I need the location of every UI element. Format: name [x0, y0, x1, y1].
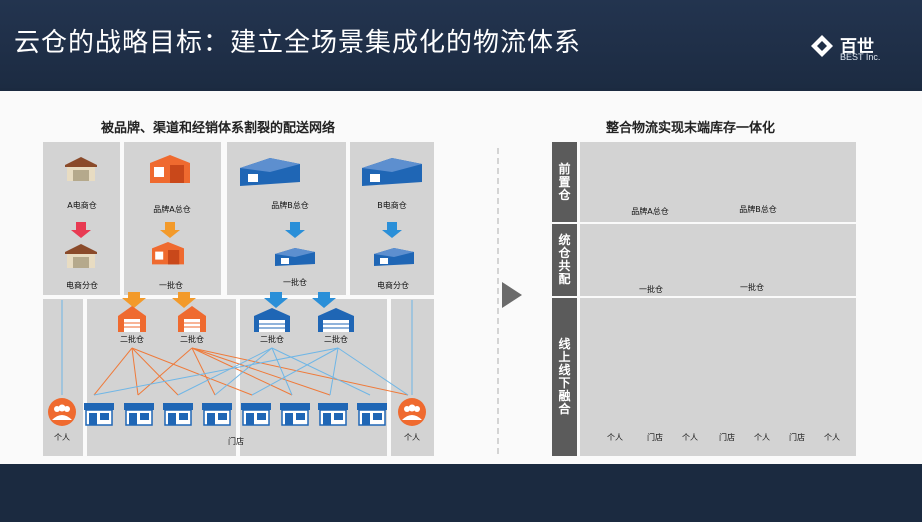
- label-second-tier-3: 二批仓: [260, 335, 284, 344]
- label-endpoint-2: 门店: [647, 433, 663, 442]
- label-ecommerce-branch-b: 电商分仓: [377, 281, 409, 290]
- panel-unified-warehouse: [580, 224, 856, 296]
- slide-footer: [0, 464, 922, 522]
- label-endpoint-6: 门店: [789, 433, 805, 442]
- label-person-left: 个人: [54, 433, 70, 442]
- label-first-tier-a: 一批仓: [159, 281, 183, 290]
- tag-front-warehouse: 前置仓: [552, 142, 577, 222]
- label-endpoint-7: 个人: [824, 433, 840, 442]
- orange-distribution-lines: [93, 347, 409, 396]
- warehouse-icon-a-ecommerce: [65, 157, 97, 181]
- slide-title: 云仓的战略目标：建立全场景集成化的物流体系: [14, 28, 582, 58]
- transition-arrow-icon: [502, 282, 522, 308]
- logo-text-cn: 百世: [840, 37, 874, 57]
- right-section-title: 整合物流实现末端库存一体化: [606, 121, 776, 136]
- label-a-ecommerce: A电商仓: [67, 201, 97, 210]
- warehouse-icon-b-ecommerce: [362, 158, 422, 186]
- tag-unified-delivery: 统仓共配: [552, 224, 577, 296]
- store-icon: [123, 402, 155, 426]
- store-icon: [317, 402, 349, 426]
- label-endpoint-4: 门店: [719, 433, 735, 442]
- slide-header: 云仓的战略目标：建立全场景集成化的物流体系 百世 BEST Inc.: [0, 0, 922, 88]
- warehouse-icon-first-tier-b: [275, 248, 315, 266]
- best-logo-icon: [811, 35, 833, 57]
- arrow-down-icon: [122, 292, 336, 308]
- label-right-brand-b: 品牌B总仓: [739, 205, 777, 214]
- label-second-tier-4: 二批仓: [324, 335, 348, 344]
- store-icon: [356, 402, 388, 426]
- garage-icon-second-tier-4: [317, 307, 355, 333]
- label-person-right: 个人: [404, 433, 420, 442]
- garage-icon-second-tier-2: [177, 305, 207, 333]
- label-first-tier-b: 一批仓: [283, 278, 307, 287]
- tag-front-warehouse-text: 前置仓: [558, 161, 571, 202]
- tag-unified-delivery-text: 统仓共配: [558, 233, 571, 286]
- tag-omnichannel-text: 线上线下融合: [558, 337, 571, 416]
- label-right-first-tier-b: 一批仓: [740, 283, 764, 292]
- store-icon: [279, 402, 311, 426]
- person-icon-right: [398, 398, 426, 426]
- store-icon: [83, 402, 115, 426]
- panel-front-warehouse: [580, 142, 856, 222]
- label-endpoint-5: 个人: [754, 433, 770, 442]
- label-b-ecommerce: B电商仓: [377, 201, 407, 210]
- warehouse-icon-brand-b: [240, 158, 300, 186]
- store-icon: [162, 402, 194, 426]
- label-stores: 门店: [228, 437, 244, 446]
- arrow-down-icon: [71, 222, 402, 238]
- garage-icon-second-tier-1: [117, 305, 147, 333]
- label-second-tier-2: 二批仓: [180, 335, 204, 344]
- panel-omnichannel: [580, 298, 856, 456]
- label-brand-b-main: 品牌B总仓: [271, 201, 309, 210]
- warehouse-icon-brand-a: [150, 155, 190, 183]
- warehouse-icon-ecommerce-branch-b: [374, 248, 414, 266]
- label-endpoint-3: 个人: [682, 433, 698, 442]
- label-second-tier-1: 二批仓: [120, 335, 144, 344]
- warehouse-icon-first-tier-a: [152, 242, 184, 265]
- blue-distribution-lines: [61, 300, 413, 396]
- tag-omnichannel: 线上线下融合: [552, 298, 577, 456]
- person-icon-left: [48, 398, 76, 426]
- label-endpoint-1: 个人: [607, 433, 623, 442]
- garage-icon-second-tier-3: [253, 307, 291, 333]
- store-icon: [240, 402, 272, 426]
- label-ecommerce-branch-a: 电商分仓: [66, 281, 98, 290]
- left-section-title: 被品牌、渠道和经销体系割裂的配送网络: [101, 121, 336, 136]
- panel-person-left: [43, 299, 83, 456]
- store-icon: [201, 402, 233, 426]
- logo-text-en: BEST Inc.: [840, 52, 881, 62]
- warehouse-icon-ecommerce-branch-a: [65, 244, 97, 268]
- label-right-first-tier-a: 一批仓: [639, 285, 663, 294]
- label-brand-a-main: 品牌A总仓: [153, 205, 191, 214]
- company-logo: 百世 BEST Inc.: [810, 34, 910, 68]
- label-right-brand-a: 品牌A总仓: [631, 207, 669, 216]
